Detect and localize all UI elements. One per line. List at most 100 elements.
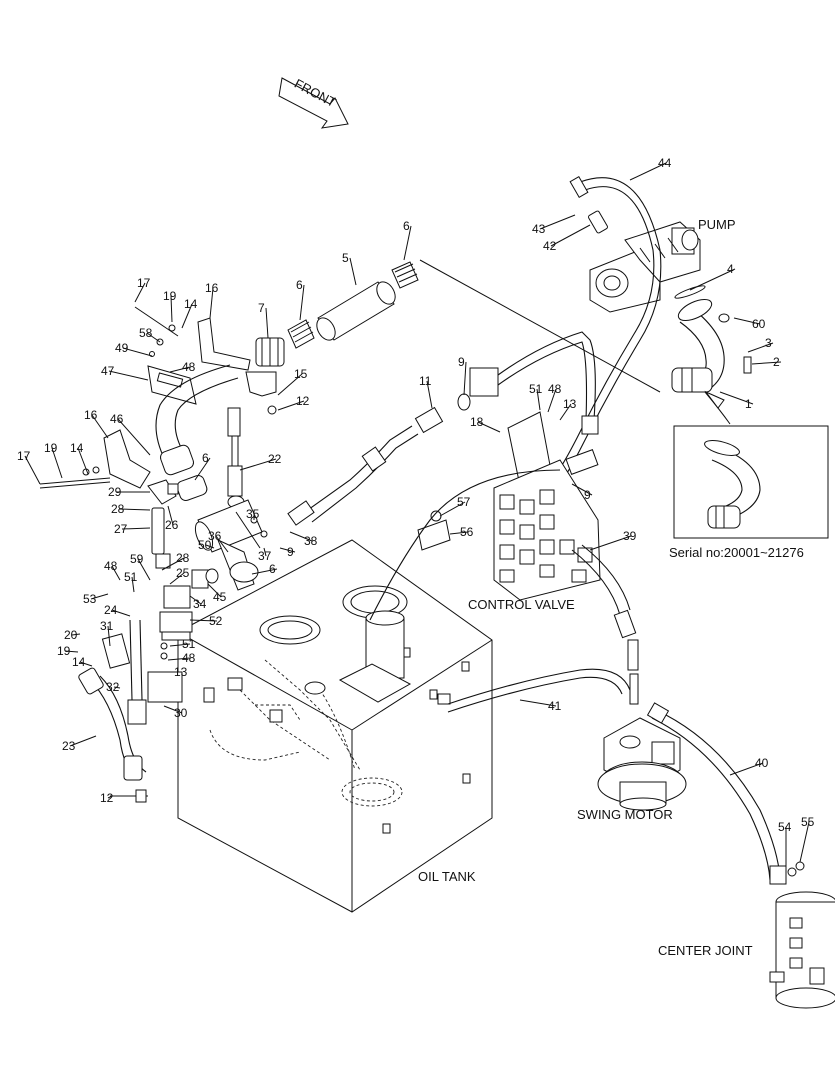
callout-number: 16 bbox=[205, 281, 219, 295]
callout-number: 31 bbox=[100, 619, 114, 633]
callout-leader bbox=[426, 380, 433, 409]
callout-number: 44 bbox=[658, 156, 672, 170]
callout-leader bbox=[747, 342, 774, 353]
callout-number: 45 bbox=[213, 590, 227, 604]
swing-motor-label: SWING MOTOR bbox=[577, 807, 673, 822]
control-valve-label: CONTROL VALVE bbox=[468, 597, 575, 612]
pump: PUMP bbox=[589, 217, 736, 313]
callout-number: 19 bbox=[57, 644, 71, 658]
callout-leader bbox=[205, 544, 215, 549]
callout-number: 27 bbox=[114, 522, 128, 536]
hose-clamp-56 bbox=[417, 510, 451, 551]
callout-leader bbox=[239, 458, 277, 471]
callout-leader bbox=[547, 388, 557, 413]
callout-leader bbox=[163, 705, 183, 714]
callout-leader bbox=[90, 593, 109, 600]
callout-number: 46 bbox=[110, 412, 124, 426]
front-arrow: FRONT bbox=[278, 76, 349, 129]
valve-bracket bbox=[469, 331, 599, 487]
callout-number: 14 bbox=[184, 297, 198, 311]
callout-leader bbox=[71, 633, 81, 636]
callout-leader bbox=[263, 547, 267, 557]
callout-leader bbox=[111, 609, 131, 617]
callout-leader bbox=[449, 531, 469, 535]
callout-number: 9 bbox=[458, 355, 465, 369]
callout-number: 59 bbox=[130, 552, 144, 566]
callout-leader bbox=[265, 307, 269, 339]
callout-number: 48 bbox=[182, 651, 196, 665]
callout-number: 47 bbox=[101, 364, 115, 378]
callout-leader bbox=[439, 501, 466, 517]
callout-number: 51 bbox=[124, 570, 138, 584]
callout-number: 20 bbox=[64, 628, 78, 642]
callout-number: 23 bbox=[62, 739, 76, 753]
callout-number: 17 bbox=[17, 449, 31, 463]
callout-leader bbox=[107, 625, 111, 647]
callout-number: 28 bbox=[176, 551, 190, 565]
callout-number: 15 bbox=[294, 367, 308, 381]
callout-number: 25 bbox=[176, 566, 190, 580]
callout-leader bbox=[167, 505, 174, 526]
callout-leader bbox=[550, 224, 591, 247]
return-hose-set bbox=[287, 259, 661, 393]
callout-number: 53 bbox=[83, 592, 97, 606]
callout-number: 6 bbox=[269, 562, 276, 576]
callout-number: 3 bbox=[765, 336, 772, 350]
callout-number: 9 bbox=[287, 545, 294, 559]
swing-motor: SWING MOTOR bbox=[577, 717, 687, 822]
callout-number: 36 bbox=[208, 529, 222, 543]
callout-leader bbox=[91, 414, 109, 439]
callout-number: 37 bbox=[258, 549, 272, 563]
callout-leader bbox=[64, 650, 79, 653]
callout-leader bbox=[77, 447, 89, 475]
callout-number: 22 bbox=[268, 452, 282, 466]
callout-number: 56 bbox=[460, 525, 474, 539]
callout-number: 24 bbox=[104, 603, 118, 617]
callout-leader bbox=[169, 643, 191, 647]
callout-leader bbox=[170, 295, 173, 323]
control-valve: CONTROL VALVE bbox=[468, 449, 601, 612]
callout-number: 19 bbox=[163, 289, 177, 303]
callout-leader bbox=[719, 391, 754, 405]
left-hose-assembly bbox=[147, 479, 179, 569]
suction-pipe bbox=[671, 285, 752, 393]
oil-tank: OIL TANK bbox=[177, 539, 493, 913]
callout-leader bbox=[209, 287, 214, 319]
callout-number: 58 bbox=[139, 326, 153, 340]
callout-number: 51 bbox=[182, 637, 196, 651]
callout-leader bbox=[181, 303, 193, 329]
callout-leader bbox=[733, 317, 761, 325]
callout-leader bbox=[571, 483, 593, 496]
callout-leader bbox=[169, 366, 191, 373]
callout-number: 32 bbox=[106, 680, 120, 694]
callout-number: 43 bbox=[532, 222, 546, 236]
callout-leader bbox=[477, 421, 501, 433]
callout-number: 2 bbox=[773, 355, 780, 369]
callout-number: 6 bbox=[403, 219, 410, 233]
callout-number: 55 bbox=[801, 815, 815, 829]
callout-number: 54 bbox=[778, 820, 792, 834]
pump-delivery-hose bbox=[534, 176, 662, 511]
callout-number: 14 bbox=[72, 655, 86, 669]
callout-leader bbox=[536, 388, 541, 411]
callout-number: 5 bbox=[342, 251, 349, 265]
callout-number: 13 bbox=[563, 397, 577, 411]
callout-leader bbox=[108, 370, 149, 381]
callout-number: 28 bbox=[111, 502, 125, 516]
callout-leader bbox=[137, 558, 151, 581]
callout-leader bbox=[111, 565, 121, 581]
center-joint-hose-40 bbox=[646, 702, 805, 885]
callout-leader bbox=[463, 361, 467, 396]
callout-leader bbox=[589, 535, 632, 551]
callout-number: 35 bbox=[246, 507, 260, 521]
callout-number: 1 bbox=[745, 397, 752, 411]
callout-leader bbox=[69, 735, 97, 747]
swing-hose-39 bbox=[369, 469, 637, 639]
callout-number: 30 bbox=[174, 706, 188, 720]
callout-number: 12 bbox=[296, 394, 310, 408]
callout-number: 38 bbox=[304, 534, 318, 548]
serial-inset: Serial no:20001~21276 bbox=[669, 390, 829, 560]
callout-number: 39 bbox=[623, 529, 637, 543]
callout-number: 7 bbox=[258, 301, 265, 315]
callout-leader bbox=[167, 657, 191, 661]
